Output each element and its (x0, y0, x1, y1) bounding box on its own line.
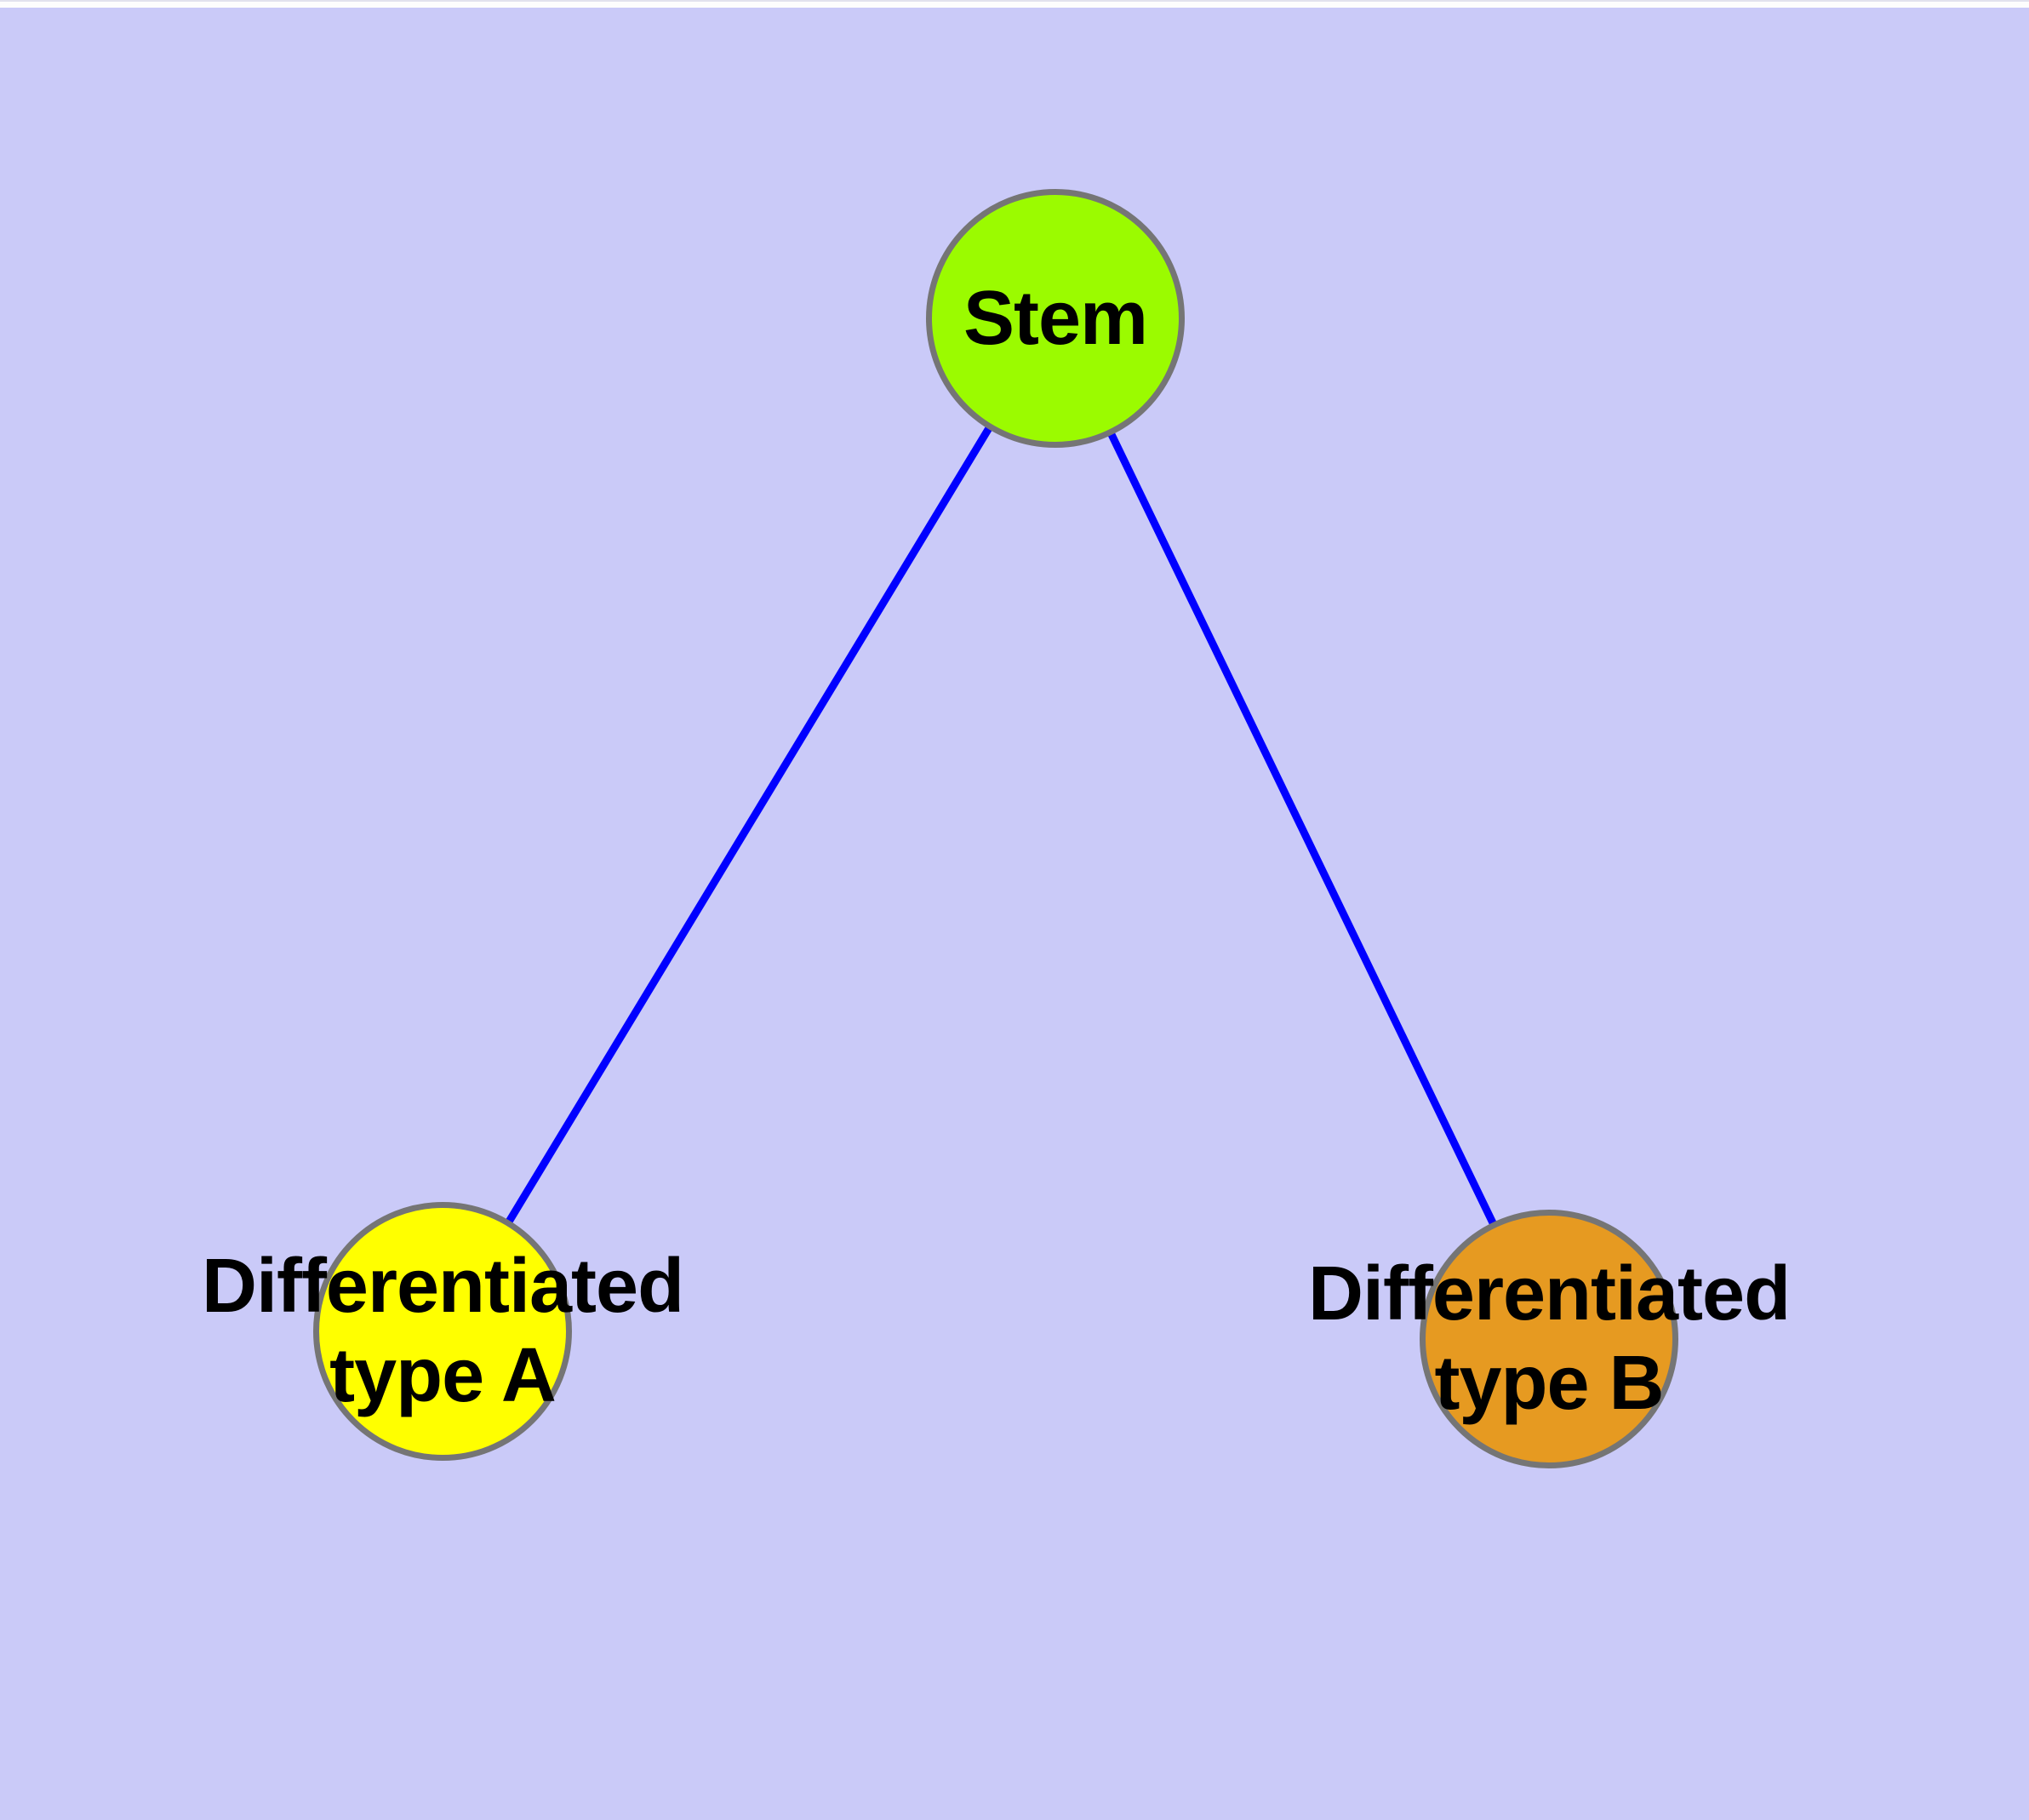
edge-stem-to-type-b (1051, 317, 1553, 1341)
node-differentiated-type-a-label: Differentiated type A (201, 1242, 684, 1421)
node-differentiated-type-b-label: Differentiated type B (1307, 1250, 1791, 1428)
node-stem: Stem (926, 189, 1185, 448)
node-label-line: Differentiated (1307, 1251, 1791, 1336)
node-label-line: type A (329, 1333, 557, 1418)
node-label-line: type B (1434, 1341, 1664, 1426)
top-margin-strip (0, 0, 2029, 8)
node-label-line: Stem (963, 275, 1148, 361)
node-stem-label: Stem (963, 274, 1148, 363)
edge-stem-to-type-a (439, 316, 1059, 1334)
node-differentiated-type-b: Differentiated type B (1308, 1210, 1791, 1468)
node-differentiated-type-a: Differentiated type A (202, 1202, 684, 1461)
node-label-line: Differentiated (201, 1244, 684, 1329)
